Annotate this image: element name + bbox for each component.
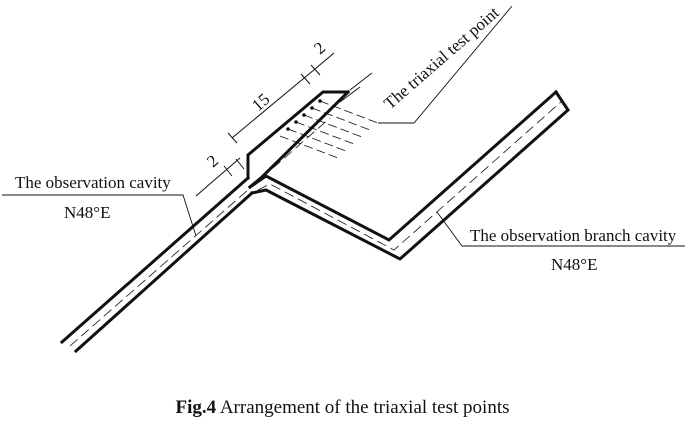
branch-wall-upper (247, 89, 559, 242)
cavity-leader (2, 194, 197, 237)
borehole-line (295, 121, 355, 145)
branch-centerline (257, 100, 563, 251)
leader-lines (2, 5, 685, 247)
observation-cavity-bearing: N48°E (64, 203, 110, 222)
dimension-left-2-label: 2 (203, 151, 222, 171)
dim-line-15 (231, 68, 316, 139)
borehole-line (319, 100, 379, 124)
extension-line (339, 86, 361, 103)
test-niche-wall (246, 90, 350, 180)
dimension-top-2-label: 2 (310, 38, 329, 58)
dim-tick (223, 165, 233, 177)
triaxial-test-point-label: The triaxial test point (380, 3, 503, 113)
borehole-line (303, 114, 363, 138)
dim-line-2-top (314, 52, 335, 70)
extension-line (349, 72, 373, 91)
dimension-lines (195, 52, 335, 197)
dim-tick (300, 73, 311, 85)
borehole-line (287, 128, 347, 152)
branch-cavity-bearing: N48°E (551, 255, 597, 274)
figure-caption: Fig.4 Arrangement of the triaxial test p… (0, 397, 685, 419)
observation-cavity-label: The observation cavity (15, 173, 171, 192)
borehole-line (279, 135, 339, 159)
dim-line-2-left (195, 157, 241, 197)
extension-lines (339, 72, 373, 103)
test-point-leader (378, 5, 513, 124)
dim-tick (227, 132, 238, 144)
cavity-centerline (69, 117, 331, 347)
figure-caption-text: Arrangement of the triaxial test points (216, 397, 510, 418)
dim-tick (235, 158, 245, 170)
branch-leader (436, 211, 685, 247)
cavity-wall-left (59, 175, 251, 345)
dim-tick (310, 64, 321, 76)
borehole-lines (279, 100, 379, 159)
branch-wall-lower (250, 89, 570, 261)
branch-cavity-label: The observation branch cavity (470, 226, 677, 245)
cavity-wall-right (73, 190, 255, 354)
borehole-line (311, 107, 371, 131)
branch-cavity-tunnel (247, 89, 570, 261)
cavity-layout-diagram: The observation cavity N48°E The observa… (2, 3, 685, 354)
figure-number: Fig.4 (175, 397, 217, 418)
dimension-15-label: 15 (248, 90, 273, 115)
